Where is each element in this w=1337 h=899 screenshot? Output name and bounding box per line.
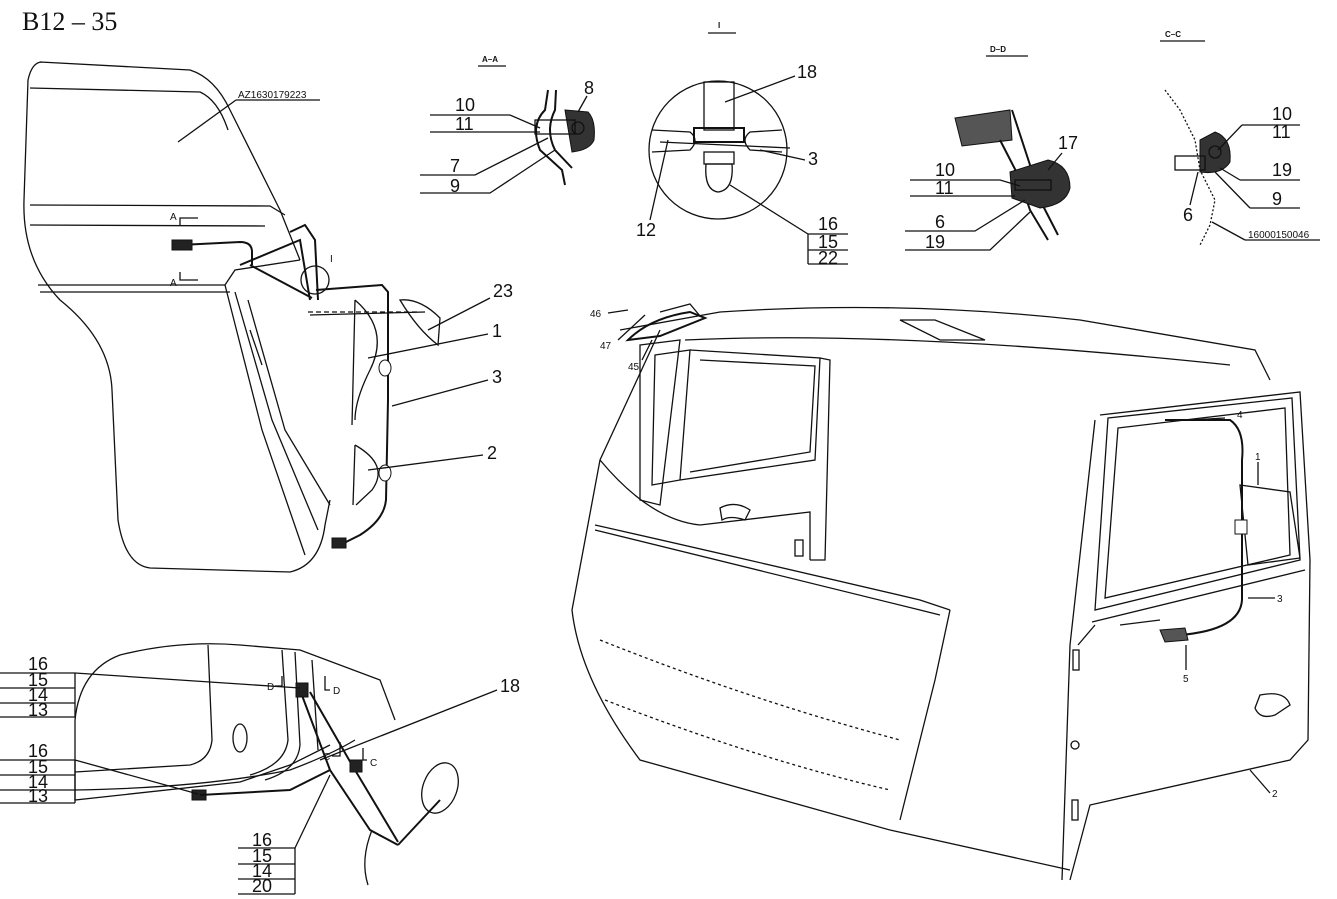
- callout-1-left: 1: [492, 321, 502, 341]
- callout-8-aa: 8: [584, 78, 594, 98]
- section-a-a-title: A–A: [482, 55, 498, 64]
- section-mark-a-bottom: A: [170, 278, 177, 289]
- callout-1-cab: 1: [1255, 452, 1261, 463]
- callout-3-left: 3: [492, 367, 502, 387]
- callout-16-i: 16: [818, 214, 838, 234]
- callout-3-cab: 3: [1277, 594, 1283, 605]
- section-d-d: D–D 17 10 11 6 19: [905, 45, 1078, 252]
- callout-22-i: 22: [818, 248, 838, 268]
- callout-11-cc: 11: [1272, 122, 1291, 142]
- callout-7-aa: 7: [450, 156, 460, 176]
- section-d-d-title: D–D: [990, 45, 1006, 54]
- left-door-view: A A I AZ1630179223 23 1 3: [23, 61, 513, 573]
- callout-15-i: 15: [818, 232, 838, 252]
- section-mark-a-top: A: [170, 212, 177, 223]
- callout-10-dd: 10: [935, 160, 955, 180]
- part-number-top: AZ1630179223: [238, 90, 307, 101]
- callout-16-bc: 16: [252, 830, 272, 850]
- callout-45: 45: [628, 362, 640, 373]
- section-mark-d-right: D: [333, 686, 340, 697]
- callout-15-bc: 15: [252, 846, 272, 866]
- callout-11-aa: 11: [455, 114, 474, 134]
- callout-12-i: 12: [636, 220, 656, 240]
- callout-18-bottom: 18: [500, 676, 520, 696]
- callout-5: 5: [1183, 674, 1189, 685]
- callout-14-ba: 14: [28, 685, 48, 705]
- callout-16-ba: 16: [28, 654, 48, 674]
- callout-10-cc: 10: [1272, 104, 1292, 124]
- callout-10-aa: 10: [455, 95, 475, 115]
- callout-14-bb: 14: [28, 772, 48, 792]
- callout-13-bb: 13: [28, 786, 48, 806]
- callout-2-cab: 2: [1272, 789, 1278, 800]
- callout-18-i: 18: [797, 62, 817, 82]
- callout-19-dd: 19: [925, 232, 945, 252]
- callout-17-dd: 17: [1058, 133, 1078, 153]
- callout-3-i: 3: [808, 149, 818, 169]
- section-mark-d-left: D: [267, 682, 274, 693]
- callout-46: 46: [590, 309, 602, 320]
- callout-20-bc: 20: [252, 876, 272, 896]
- section-c-c-title: C–C: [1165, 30, 1181, 39]
- callout-15-bb: 15: [28, 757, 48, 777]
- section-c-c: C–C 10 11 19 9 6 16000150046: [1160, 30, 1320, 246]
- section-a-a: A–A 8 10 11 7 9: [420, 55, 595, 196]
- callout-14-bc: 14: [252, 861, 272, 881]
- callout-16-bb: 16: [28, 741, 48, 761]
- detail-i-title: I: [718, 21, 720, 30]
- cab-view: 46 47 45 4 1 3 5 2: [571, 303, 1311, 881]
- detail-i: I 18 3 12 16 15 22: [636, 21, 848, 268]
- callout-2-left: 2: [487, 443, 497, 463]
- callout-4: 4: [1237, 410, 1243, 421]
- callout-6-dd: 6: [935, 212, 945, 232]
- detail-mark-i: I: [330, 254, 333, 265]
- callout-9-cc: 9: [1272, 189, 1282, 209]
- callout-6-cc: 6: [1183, 205, 1193, 225]
- callout-9-aa: 9: [450, 176, 460, 196]
- callout-15-ba: 15: [28, 670, 48, 690]
- section-mark-c-right: C: [370, 758, 377, 769]
- callout-19-cc: 19: [1272, 160, 1292, 180]
- bottom-door-view: D D C C 16 15 14 13 16 15 14 13: [0, 643, 520, 896]
- callout-11-dd: 11: [935, 178, 954, 198]
- sheet-title: B12 – 35: [22, 7, 117, 36]
- part-number-right: 16000150046: [1248, 230, 1310, 241]
- callout-13-ba: 13: [28, 700, 48, 720]
- callout-47: 47: [600, 341, 612, 352]
- callout-23: 23: [493, 281, 513, 301]
